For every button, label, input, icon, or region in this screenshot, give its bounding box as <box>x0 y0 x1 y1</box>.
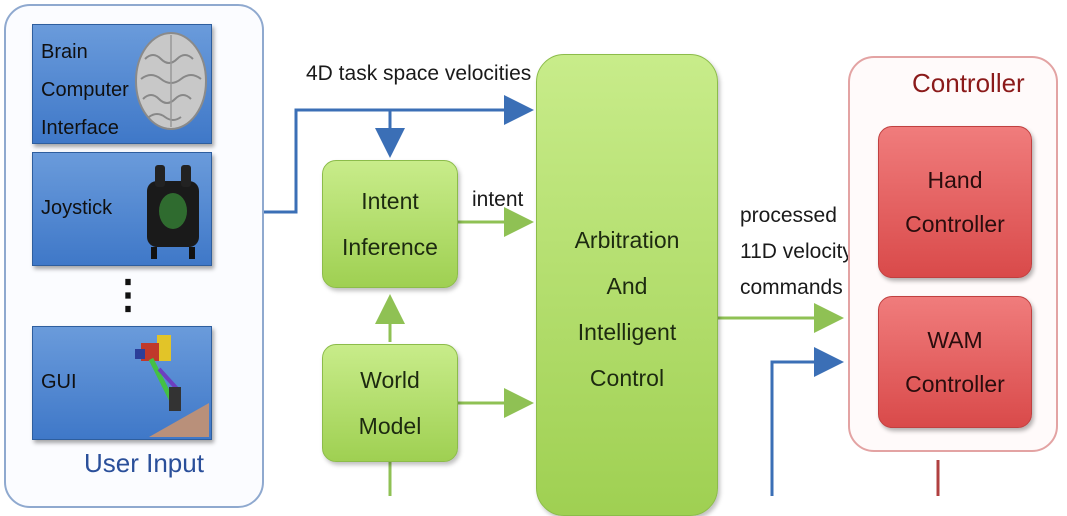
joystick-icon <box>147 165 199 259</box>
brain-icon <box>135 32 207 130</box>
more-devices-ellipsis: ⋮ <box>108 273 148 317</box>
joystick-box: Joystick <box>32 152 212 266</box>
bci-label-line: Computer <box>41 79 129 101</box>
world-model-line: World <box>360 367 420 393</box>
wam-controller-line: Controller <box>905 371 1005 397</box>
task-velocity-wire <box>256 95 534 214</box>
task-velocities-label: 4D task space velocities <box>306 62 532 85</box>
user-input-title: User Input <box>84 448 204 478</box>
arbitration-line: Arbitration <box>574 227 680 253</box>
processed-commands-label: processed 11D velocity commands <box>740 198 853 306</box>
processed-line: commands <box>740 276 843 299</box>
joystick-label: Joystick <box>41 197 113 219</box>
robot-arm-gui-icon <box>135 335 209 437</box>
arbitration-block: Arbitration And Intelligent Control <box>536 54 718 516</box>
brain-computer-interface-box: Brain Computer Interface <box>32 24 212 144</box>
wam-controller-block: WAM Controller <box>878 296 1032 428</box>
arbitration-line: Intelligent <box>577 319 677 345</box>
gui-label: GUI <box>41 371 77 393</box>
feedback-wire <box>770 347 844 496</box>
arbitration-line: And <box>606 273 648 299</box>
intent-label: intent <box>472 188 524 211</box>
gui-box: GUI <box>32 326 212 440</box>
hand-controller-line: Controller <box>905 211 1005 237</box>
world-model-line: Model <box>358 413 422 439</box>
wam-controller-line: WAM <box>927 327 983 353</box>
intent-inference-block: Intent Inference <box>322 160 458 288</box>
bci-label-line: Brain <box>41 41 88 63</box>
hand-controller-block: Hand Controller <box>878 126 1032 278</box>
processed-line: 11D velocity <box>740 240 853 263</box>
arbitration-line: Control <box>589 365 665 391</box>
hand-controller-line: Hand <box>927 167 983 193</box>
controller-title: Controller <box>912 68 1025 98</box>
green-wires <box>375 207 844 496</box>
world-model-block: World Model <box>322 344 458 462</box>
intent-inference-line: Inference <box>342 234 438 260</box>
processed-line: processed <box>740 204 837 227</box>
bci-label-line: Interface <box>41 117 119 139</box>
intent-inference-line: Intent <box>361 188 419 214</box>
